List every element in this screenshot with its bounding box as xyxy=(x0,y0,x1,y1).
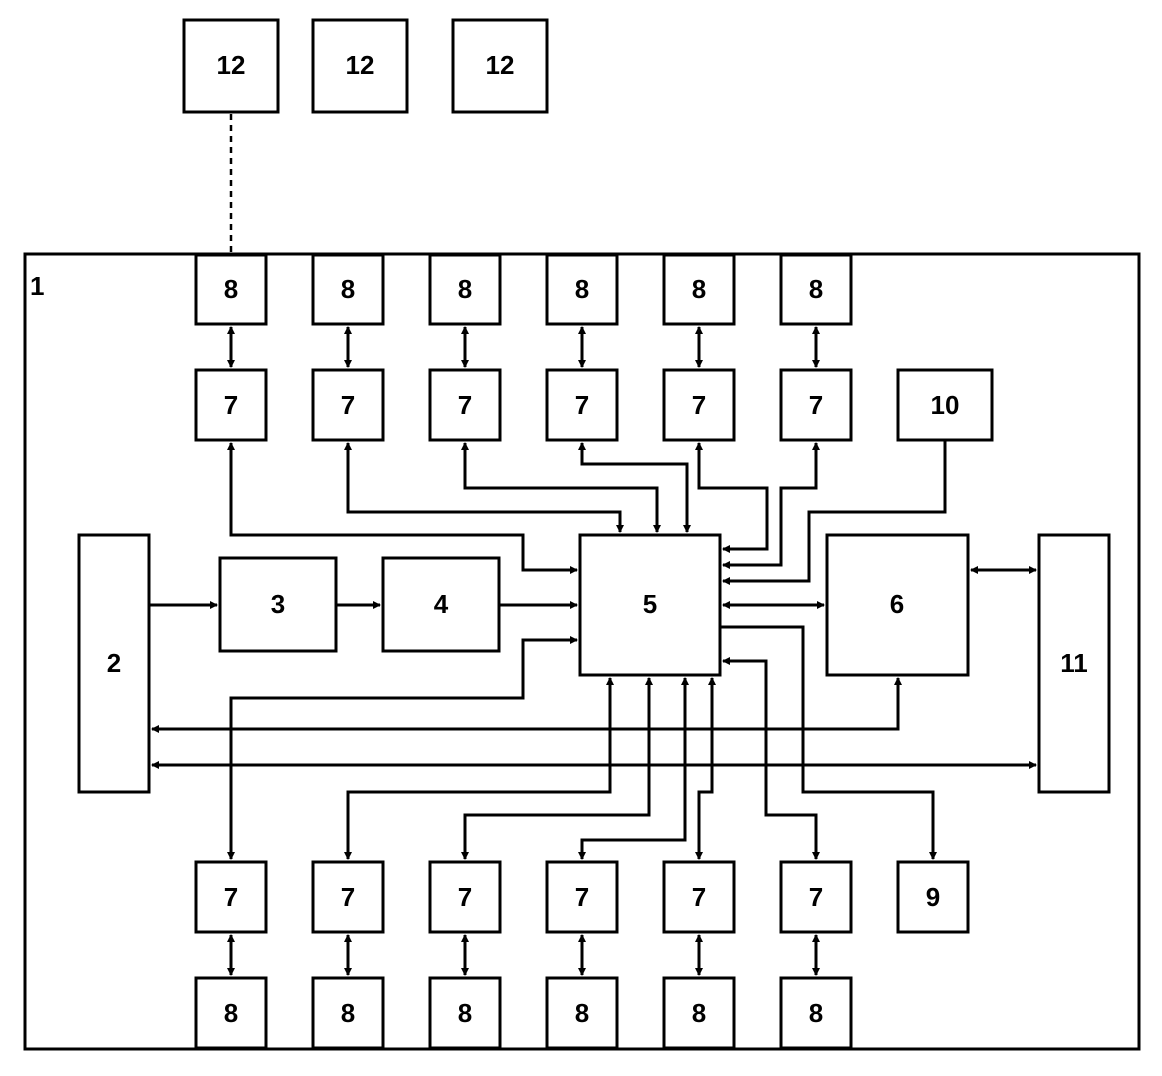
block-8-bottom-6-label: 8 xyxy=(809,998,823,1028)
block-8-bottom-4 xyxy=(545,976,619,1050)
block-7-bottom-1-label: 7 xyxy=(224,882,238,912)
block-8-bottom-5-label: 8 xyxy=(692,998,706,1028)
block-8-bottom-5 xyxy=(662,976,736,1050)
block-7-top-2-label: 7 xyxy=(341,390,355,420)
block-8-bottom-2 xyxy=(311,976,385,1050)
link-7top4-5 xyxy=(578,442,691,533)
connectors xyxy=(149,326,1037,976)
block-7-bottom-5 xyxy=(662,860,736,934)
block-7-top-4-label: 7 xyxy=(575,390,589,420)
bottom-7-row: 7 7 7 7 7 7 xyxy=(194,860,853,934)
link-7top3-5 xyxy=(461,442,661,533)
block-8-bottom-3 xyxy=(428,976,502,1050)
block-5-label: 5 xyxy=(643,589,657,619)
block-7-top-1 xyxy=(194,368,268,442)
block-12-c-label: 12 xyxy=(486,50,515,80)
block-2 xyxy=(77,533,151,794)
block-11 xyxy=(1037,533,1111,794)
block-11-label: 11 xyxy=(1060,648,1088,678)
block-7-top-3-label: 7 xyxy=(458,390,472,420)
block-7-bottom-4 xyxy=(545,860,619,934)
block-8-top-6 xyxy=(779,253,853,326)
link-7bot3-5 xyxy=(461,677,653,860)
block-8-top-3 xyxy=(428,253,502,326)
block-8-top-1 xyxy=(194,253,268,326)
block-8-top-4 xyxy=(545,253,619,326)
block-7-bottom-6 xyxy=(779,860,853,934)
block-7-bottom-3 xyxy=(428,860,502,934)
block-12-group: 12 12 12 xyxy=(182,18,549,114)
block-8-bottom-2-label: 8 xyxy=(341,998,355,1028)
block-12-a-label: 12 xyxy=(217,50,246,80)
block-12-c xyxy=(451,18,549,114)
block-7-top-5-label: 7 xyxy=(692,390,706,420)
block-8-bottom-3-label: 8 xyxy=(458,998,472,1028)
block-9 xyxy=(896,860,970,934)
link-7top1-5 xyxy=(227,442,578,574)
block-8-top-2 xyxy=(311,253,385,326)
link-10-5 xyxy=(722,440,947,585)
bottom-8-row: 8 8 8 8 8 8 xyxy=(194,976,853,1050)
block-2-label: 2 xyxy=(107,648,121,678)
block-7-top-1-label: 7 xyxy=(224,390,238,420)
block-7-bottom-2 xyxy=(311,860,385,934)
block-3-label: 3 xyxy=(271,589,285,619)
block-8-top-3-label: 8 xyxy=(458,274,472,304)
block-9-label: 9 xyxy=(926,882,940,912)
block-8-top-4-label: 8 xyxy=(575,274,589,304)
block-7-bottom-6-label: 7 xyxy=(809,882,823,912)
block-12-a xyxy=(182,18,280,114)
block-8-bottom-4-label: 8 xyxy=(575,998,589,1028)
block-8-top-6-label: 8 xyxy=(809,274,823,304)
link-2-6 xyxy=(151,677,902,733)
block-7-top-4 xyxy=(545,368,619,442)
top-8-row: 8 8 8 8 8 8 xyxy=(194,253,853,326)
block-6 xyxy=(825,533,970,677)
link-7bot6-5 xyxy=(722,657,820,860)
block-7-bottom-2-label: 7 xyxy=(341,882,355,912)
block-8-bottom-1 xyxy=(194,976,268,1050)
block-7-top-2 xyxy=(311,368,385,442)
link-7bot1-5 xyxy=(227,636,578,860)
block-7-bottom-1 xyxy=(194,860,268,934)
block-8-top-5-label: 8 xyxy=(692,274,706,304)
block-7-bottom-5-label: 7 xyxy=(692,882,706,912)
block-5 xyxy=(578,533,722,677)
block-7-top-6-label: 7 xyxy=(809,390,823,420)
block-7-bottom-4-label: 7 xyxy=(575,882,589,912)
block-12-b xyxy=(311,18,409,114)
block-6-label: 6 xyxy=(890,589,904,619)
block-8-bottom-1-label: 8 xyxy=(224,998,238,1028)
block-8-bottom-6 xyxy=(779,976,853,1050)
block-7-top-5 xyxy=(662,368,736,442)
block-7-bottom-3-label: 7 xyxy=(458,882,472,912)
block-12-b-label: 12 xyxy=(346,50,375,80)
block-8-top-2-label: 8 xyxy=(341,274,355,304)
link-7bot4-5 xyxy=(578,677,689,860)
link-7top6-5 xyxy=(722,442,820,569)
link-7top5-5 xyxy=(695,442,769,553)
block-10 xyxy=(896,368,994,442)
block-7-top-3 xyxy=(428,368,502,442)
block-8-top-5 xyxy=(662,253,736,326)
link-7bot5-5 xyxy=(695,677,716,860)
block-10-label: 10 xyxy=(931,390,960,420)
block-4-label: 4 xyxy=(434,589,449,619)
block-7-top-6 xyxy=(779,368,853,442)
top-7-row: 7 7 7 7 7 7 xyxy=(194,368,853,442)
link-7bot2-5 xyxy=(344,677,614,860)
block-8-top-1-label: 8 xyxy=(224,274,238,304)
system-label: 1 xyxy=(30,271,44,301)
